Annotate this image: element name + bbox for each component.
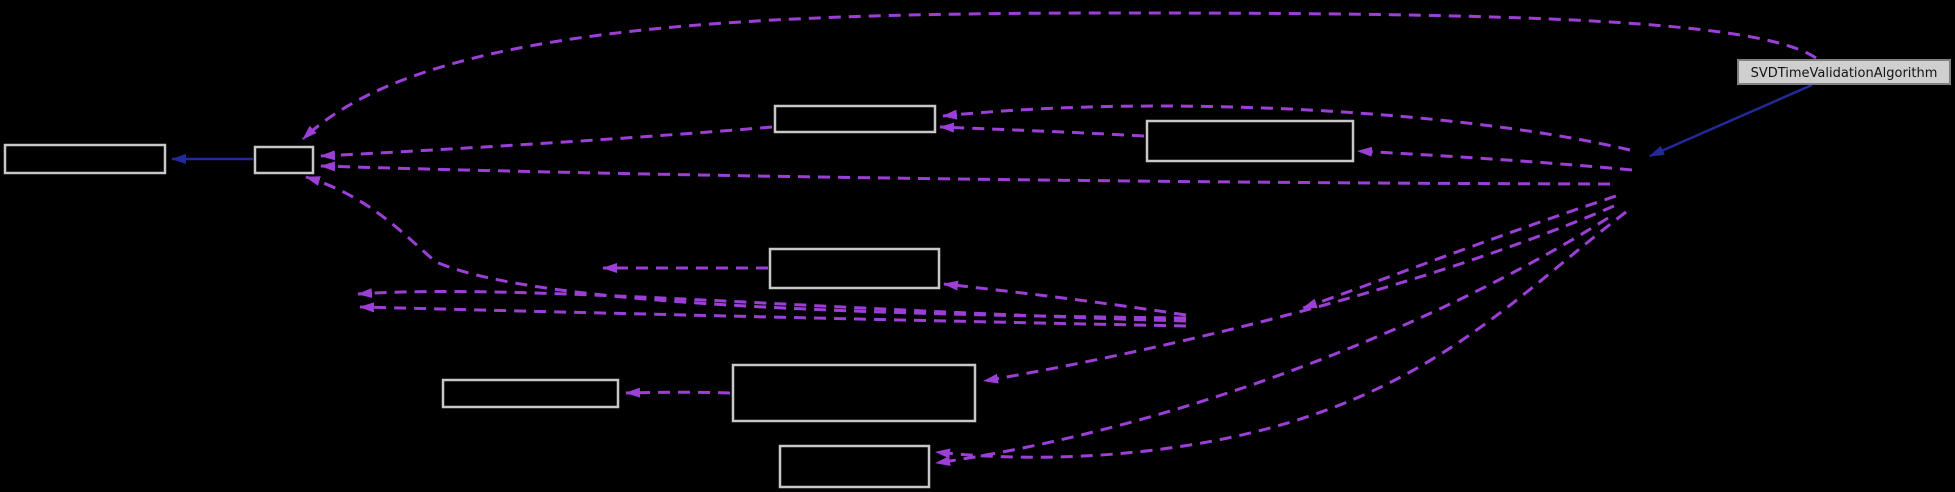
node-upper-mid[interactable] bbox=[773, 104, 937, 134]
edge-top-arc-to-small-hub bbox=[301, 11, 1817, 141]
edge-hub-to-upper-right bbox=[1357, 146, 1633, 172]
highlight-node-label: SVDTimeValidationAlgorithm bbox=[1751, 66, 1938, 81]
node-upper-right[interactable] bbox=[1145, 119, 1355, 163]
node-lower-large[interactable] bbox=[731, 363, 977, 423]
edge-hidden-mid-to-center bbox=[943, 280, 1187, 317]
highlight-node-box[interactable] bbox=[1737, 59, 1951, 85]
edge-upper-mid-to-small-hub bbox=[320, 125, 773, 161]
highlight-node[interactable]: SVDTimeValidationAlgorithm bbox=[1737, 59, 1951, 85]
edge-hub-to-bottom-outer bbox=[935, 210, 1627, 459]
node-lower-left[interactable] bbox=[441, 378, 620, 409]
edge-hub-to-bottom-inner bbox=[935, 216, 1609, 466]
edge-hub-to-hidden-mid-node bbox=[1302, 194, 1617, 310]
edge-highlight-to-hub bbox=[1649, 83, 1813, 158]
edge-lower-large-to-lower-left bbox=[625, 387, 731, 398]
node-bottom[interactable] bbox=[778, 444, 931, 489]
edge-hidden-mid-to-small-hub-bottom bbox=[305, 175, 1187, 320]
node-left[interactable] bbox=[3, 143, 167, 175]
edge-hub-to-upper-mid bbox=[942, 104, 1631, 152]
node-center[interactable] bbox=[768, 247, 941, 290]
edge-hidden-mid-to-left-tip-up bbox=[357, 288, 1187, 323]
graph-layer bbox=[3, 11, 1817, 489]
edge-hub-to-lower-large bbox=[983, 204, 1615, 384]
edge-upper-right-to-upper-mid bbox=[939, 122, 1145, 138]
edge-hub-to-small-hub-direct bbox=[320, 161, 1611, 186]
node-small-hub[interactable] bbox=[253, 145, 315, 175]
